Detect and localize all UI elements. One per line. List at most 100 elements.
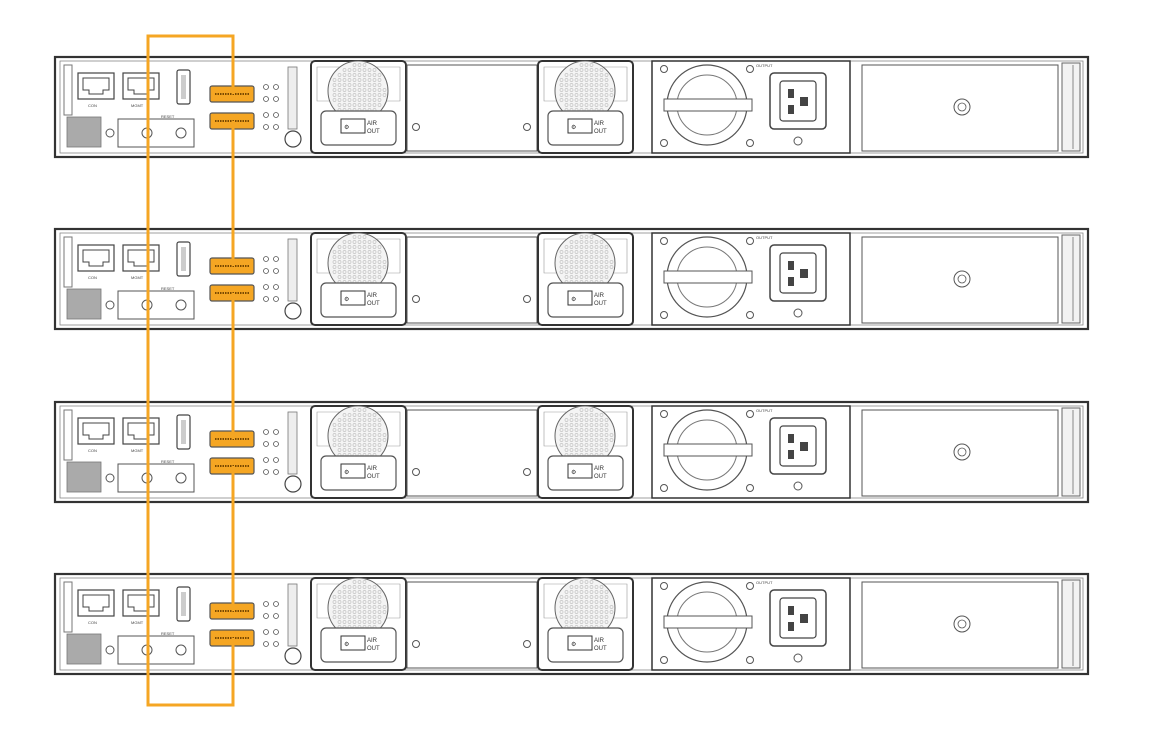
- grille-hole: [564, 418, 569, 422]
- grille-hole: [609, 610, 614, 614]
- grille-hole: [352, 590, 357, 594]
- grille-hole: [337, 600, 342, 604]
- grille-hole: [569, 605, 574, 609]
- grille-hole: [377, 88, 382, 92]
- screw: [660, 656, 668, 664]
- grille-hole: [362, 245, 367, 249]
- grille-hole: [357, 68, 362, 72]
- status-led: [273, 441, 279, 447]
- grille-hole: [332, 428, 337, 432]
- grille-hole: [579, 413, 584, 417]
- grille-hole: [372, 78, 377, 82]
- grille-hole: [604, 428, 609, 432]
- grille-hole: [377, 245, 382, 249]
- grille-hole: [372, 443, 377, 447]
- grille-hole: [367, 428, 372, 432]
- grille-hole: [604, 423, 609, 427]
- grille-hole: [599, 245, 604, 249]
- grille-hole: [569, 600, 574, 604]
- grille-hole: [594, 68, 599, 72]
- grille-hole: [609, 265, 614, 269]
- grille-hole: [347, 240, 352, 244]
- grille-hole: [347, 620, 352, 624]
- grille-hole: [589, 93, 594, 97]
- grille-hole: [372, 428, 377, 432]
- grille-hole: [362, 433, 367, 437]
- grille-hole: [594, 620, 599, 624]
- grille-hole: [574, 423, 579, 427]
- screw: [746, 656, 754, 664]
- grille-hole: [599, 620, 604, 624]
- grille-hole: [352, 255, 357, 259]
- grille-hole: [564, 605, 569, 609]
- fan-icon: ⚙: [571, 296, 576, 303]
- mgmt-label: MGMT: [131, 103, 144, 108]
- grille-hole: [564, 93, 569, 97]
- grille-hole: [357, 605, 362, 609]
- grille-hole: [357, 438, 362, 442]
- grille-hole: [382, 438, 387, 442]
- grille-hole: [357, 620, 362, 624]
- grille-hole: [569, 88, 574, 92]
- fan-icon: ⚙: [344, 641, 349, 648]
- grille-hole: [377, 103, 382, 107]
- grille-hole: [377, 620, 382, 624]
- grille-hole: [362, 428, 367, 432]
- grille-hole: [367, 250, 372, 254]
- grille-hole: [352, 428, 357, 432]
- screw: [412, 123, 420, 131]
- console-port: [77, 417, 115, 445]
- grille-hole: [559, 98, 564, 102]
- grille-hole: [352, 443, 357, 447]
- grille-hole: [342, 600, 347, 604]
- grille-hole: [584, 615, 589, 619]
- grille-hole: [569, 245, 574, 249]
- grille-hole: [382, 260, 387, 264]
- grille-hole: [589, 600, 594, 604]
- grille-hole: [337, 443, 342, 447]
- grille-hole: [559, 605, 564, 609]
- blank-bay: [406, 236, 538, 324]
- grille-hole: [332, 423, 337, 427]
- status-led: [273, 112, 279, 118]
- grille-hole: [372, 600, 377, 604]
- grille-hole: [377, 605, 382, 609]
- screw: [105, 300, 115, 310]
- grille-hole: [342, 260, 347, 264]
- grille-hole: [367, 260, 372, 264]
- grille-hole: [337, 423, 342, 427]
- grille-hole: [599, 433, 604, 437]
- grille-hole: [594, 240, 599, 244]
- grille-hole: [579, 63, 584, 67]
- grille-hole: [367, 68, 372, 72]
- grille-hole: [367, 590, 372, 594]
- grille-hole: [564, 428, 569, 432]
- grille-hole: [362, 63, 367, 67]
- grille-hole: [347, 78, 352, 82]
- grille-hole: [584, 250, 589, 254]
- grille-hole: [599, 585, 604, 589]
- status-led: [263, 112, 269, 118]
- grille-hole: [599, 78, 604, 82]
- grille-hole: [564, 245, 569, 249]
- grille-hole: [352, 88, 357, 92]
- grille-hole: [372, 68, 377, 72]
- grille-hole: [372, 270, 377, 274]
- grille-hole: [579, 428, 584, 432]
- grille-hole: [579, 255, 584, 259]
- grille-hole: [337, 88, 342, 92]
- power-socket: [779, 80, 817, 122]
- grille-hole: [367, 103, 372, 107]
- rj45-socket: [82, 594, 110, 612]
- grille-hole: [347, 68, 352, 72]
- grille-hole: [362, 423, 367, 427]
- grille-hole: [584, 408, 589, 412]
- grille-hole: [604, 433, 609, 437]
- grille-hole: [357, 615, 362, 619]
- grille-hole: [574, 615, 579, 619]
- socket-pin: [788, 434, 794, 443]
- screw: [746, 237, 754, 245]
- grille-hole: [574, 240, 579, 244]
- socket-pin: [800, 97, 808, 106]
